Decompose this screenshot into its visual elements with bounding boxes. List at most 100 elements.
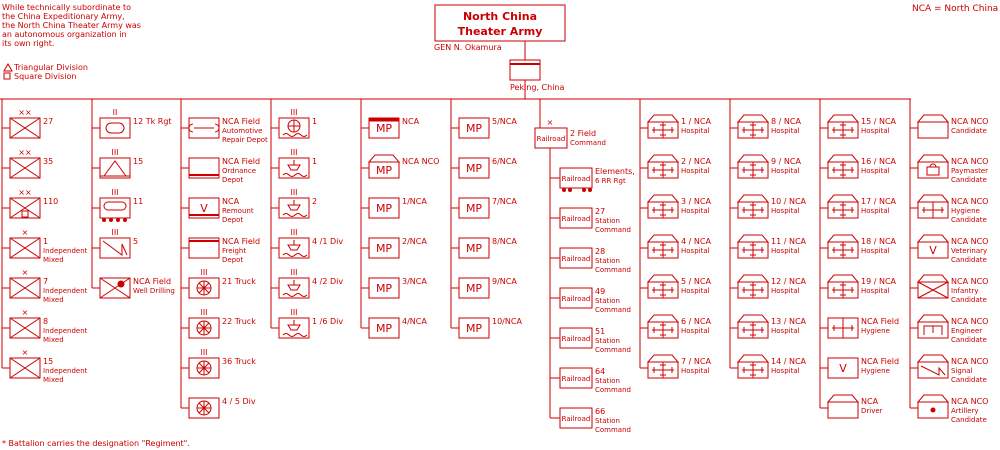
unit-5-2: MP7/NCA [451, 197, 517, 219]
unit-label: Driver [861, 407, 883, 415]
railroad-label: Railroad [562, 335, 591, 343]
unit-label: Repair Depot [222, 136, 268, 144]
unit-5-4: MP9/NCA [451, 277, 517, 299]
hq: North China Theater Army GEN N. Okamura … [434, 4, 566, 99]
railroad-label: Railroad [562, 415, 591, 423]
unit-label: Hospital [861, 287, 890, 295]
railroad-label: Railroad [562, 375, 591, 383]
railroad-label: Railroad [562, 255, 591, 263]
unit-3-1: III 1 [271, 148, 317, 179]
unit-label: Veterinary [951, 247, 987, 255]
mp-glyph: MP [466, 122, 482, 135]
unit-label: 4 /1 Div [312, 237, 343, 246]
unit-label: Ordnance [222, 167, 256, 175]
unit-label: Command [595, 226, 631, 234]
note-line: its own right. [2, 39, 54, 48]
unit-label: NCA [222, 197, 240, 206]
unit-label: NCA [402, 117, 420, 126]
echelon-mark: × [22, 308, 29, 317]
unit-label: Freight [222, 247, 246, 255]
unit-label: NCA NCO [951, 157, 988, 166]
unit-label: 66 [595, 407, 605, 416]
unit-label: 7 / NCA [681, 357, 711, 366]
unit-label: 12 Tk Rgt [133, 117, 172, 126]
unit-4-5: MP 4/NCA [361, 317, 427, 339]
echelon-mark: III [290, 148, 297, 157]
unit-label: 4 / 5 Div [222, 397, 256, 406]
legend: Triangular Division Square Division [3, 62, 88, 81]
unit-label: Hospital [861, 167, 890, 175]
unit-label: 17 / NCA [861, 197, 897, 206]
unit-label: Depot [222, 176, 243, 184]
unit-label: Station [595, 337, 620, 345]
unit-label: 1 /6 Div [312, 317, 343, 326]
unit-label: 7/NCA [492, 197, 517, 206]
echelon-mark: III [200, 348, 207, 357]
hq-box [434, 4, 566, 42]
unit-label: 110 [43, 197, 58, 206]
unit-label: Hospital [861, 127, 890, 135]
mp-glyph: MP [376, 242, 392, 255]
unit-label: 14 / NCA [771, 357, 807, 366]
unit-label: 2 Field [570, 129, 596, 138]
unit-label: 8 / NCA [771, 117, 801, 126]
unit-label: 27 [43, 117, 53, 126]
unit-label: Hospital [681, 127, 710, 135]
echelon-mark: III [111, 148, 118, 157]
unit-label: Hospital [771, 127, 800, 135]
unit-label: 4/NCA [402, 317, 427, 326]
unit-label: 9/NCA [492, 277, 517, 286]
unit-label: Candidate [951, 127, 987, 135]
unit-label: Depot [222, 256, 243, 264]
mp-glyph: MP [376, 322, 392, 335]
railroad-label: Railroad [537, 135, 566, 143]
unit-label: NCA [861, 397, 879, 406]
unit-label: Station [595, 217, 620, 225]
unit-columns: ××27××35××110×1IndependentMixed×7Indepen… [1, 99, 988, 424]
unit-label: 15 [43, 357, 53, 366]
hq-title-line1: North China [463, 10, 537, 23]
unit-label: 1 [312, 157, 317, 166]
unit-label: 1 / NCA [681, 117, 711, 126]
echelon-mark: ×× [18, 188, 31, 197]
unit-label: Infantry [951, 287, 978, 295]
unit-label: Hospital [861, 207, 890, 215]
remount-glyph: V [200, 202, 208, 215]
unit-label: 6/NCA [492, 157, 517, 166]
unit-label: Hospital [681, 207, 710, 215]
hq-commander: GEN N. Okamura [434, 43, 502, 52]
unit-label: 2 / NCA [681, 157, 711, 166]
unit-label: Station [595, 417, 620, 425]
unit-0-2: ×× 110 [2, 188, 58, 219]
mp-glyph: MP [466, 242, 482, 255]
unit-label: Command [570, 139, 606, 147]
unit-label: Candidate [951, 416, 987, 424]
unit-label: Station [595, 377, 620, 385]
unit-label: 51 [595, 327, 605, 336]
unit-label: Station [595, 297, 620, 305]
echelon-mark: II [113, 108, 118, 117]
unit-label: 21 Truck [222, 277, 256, 286]
